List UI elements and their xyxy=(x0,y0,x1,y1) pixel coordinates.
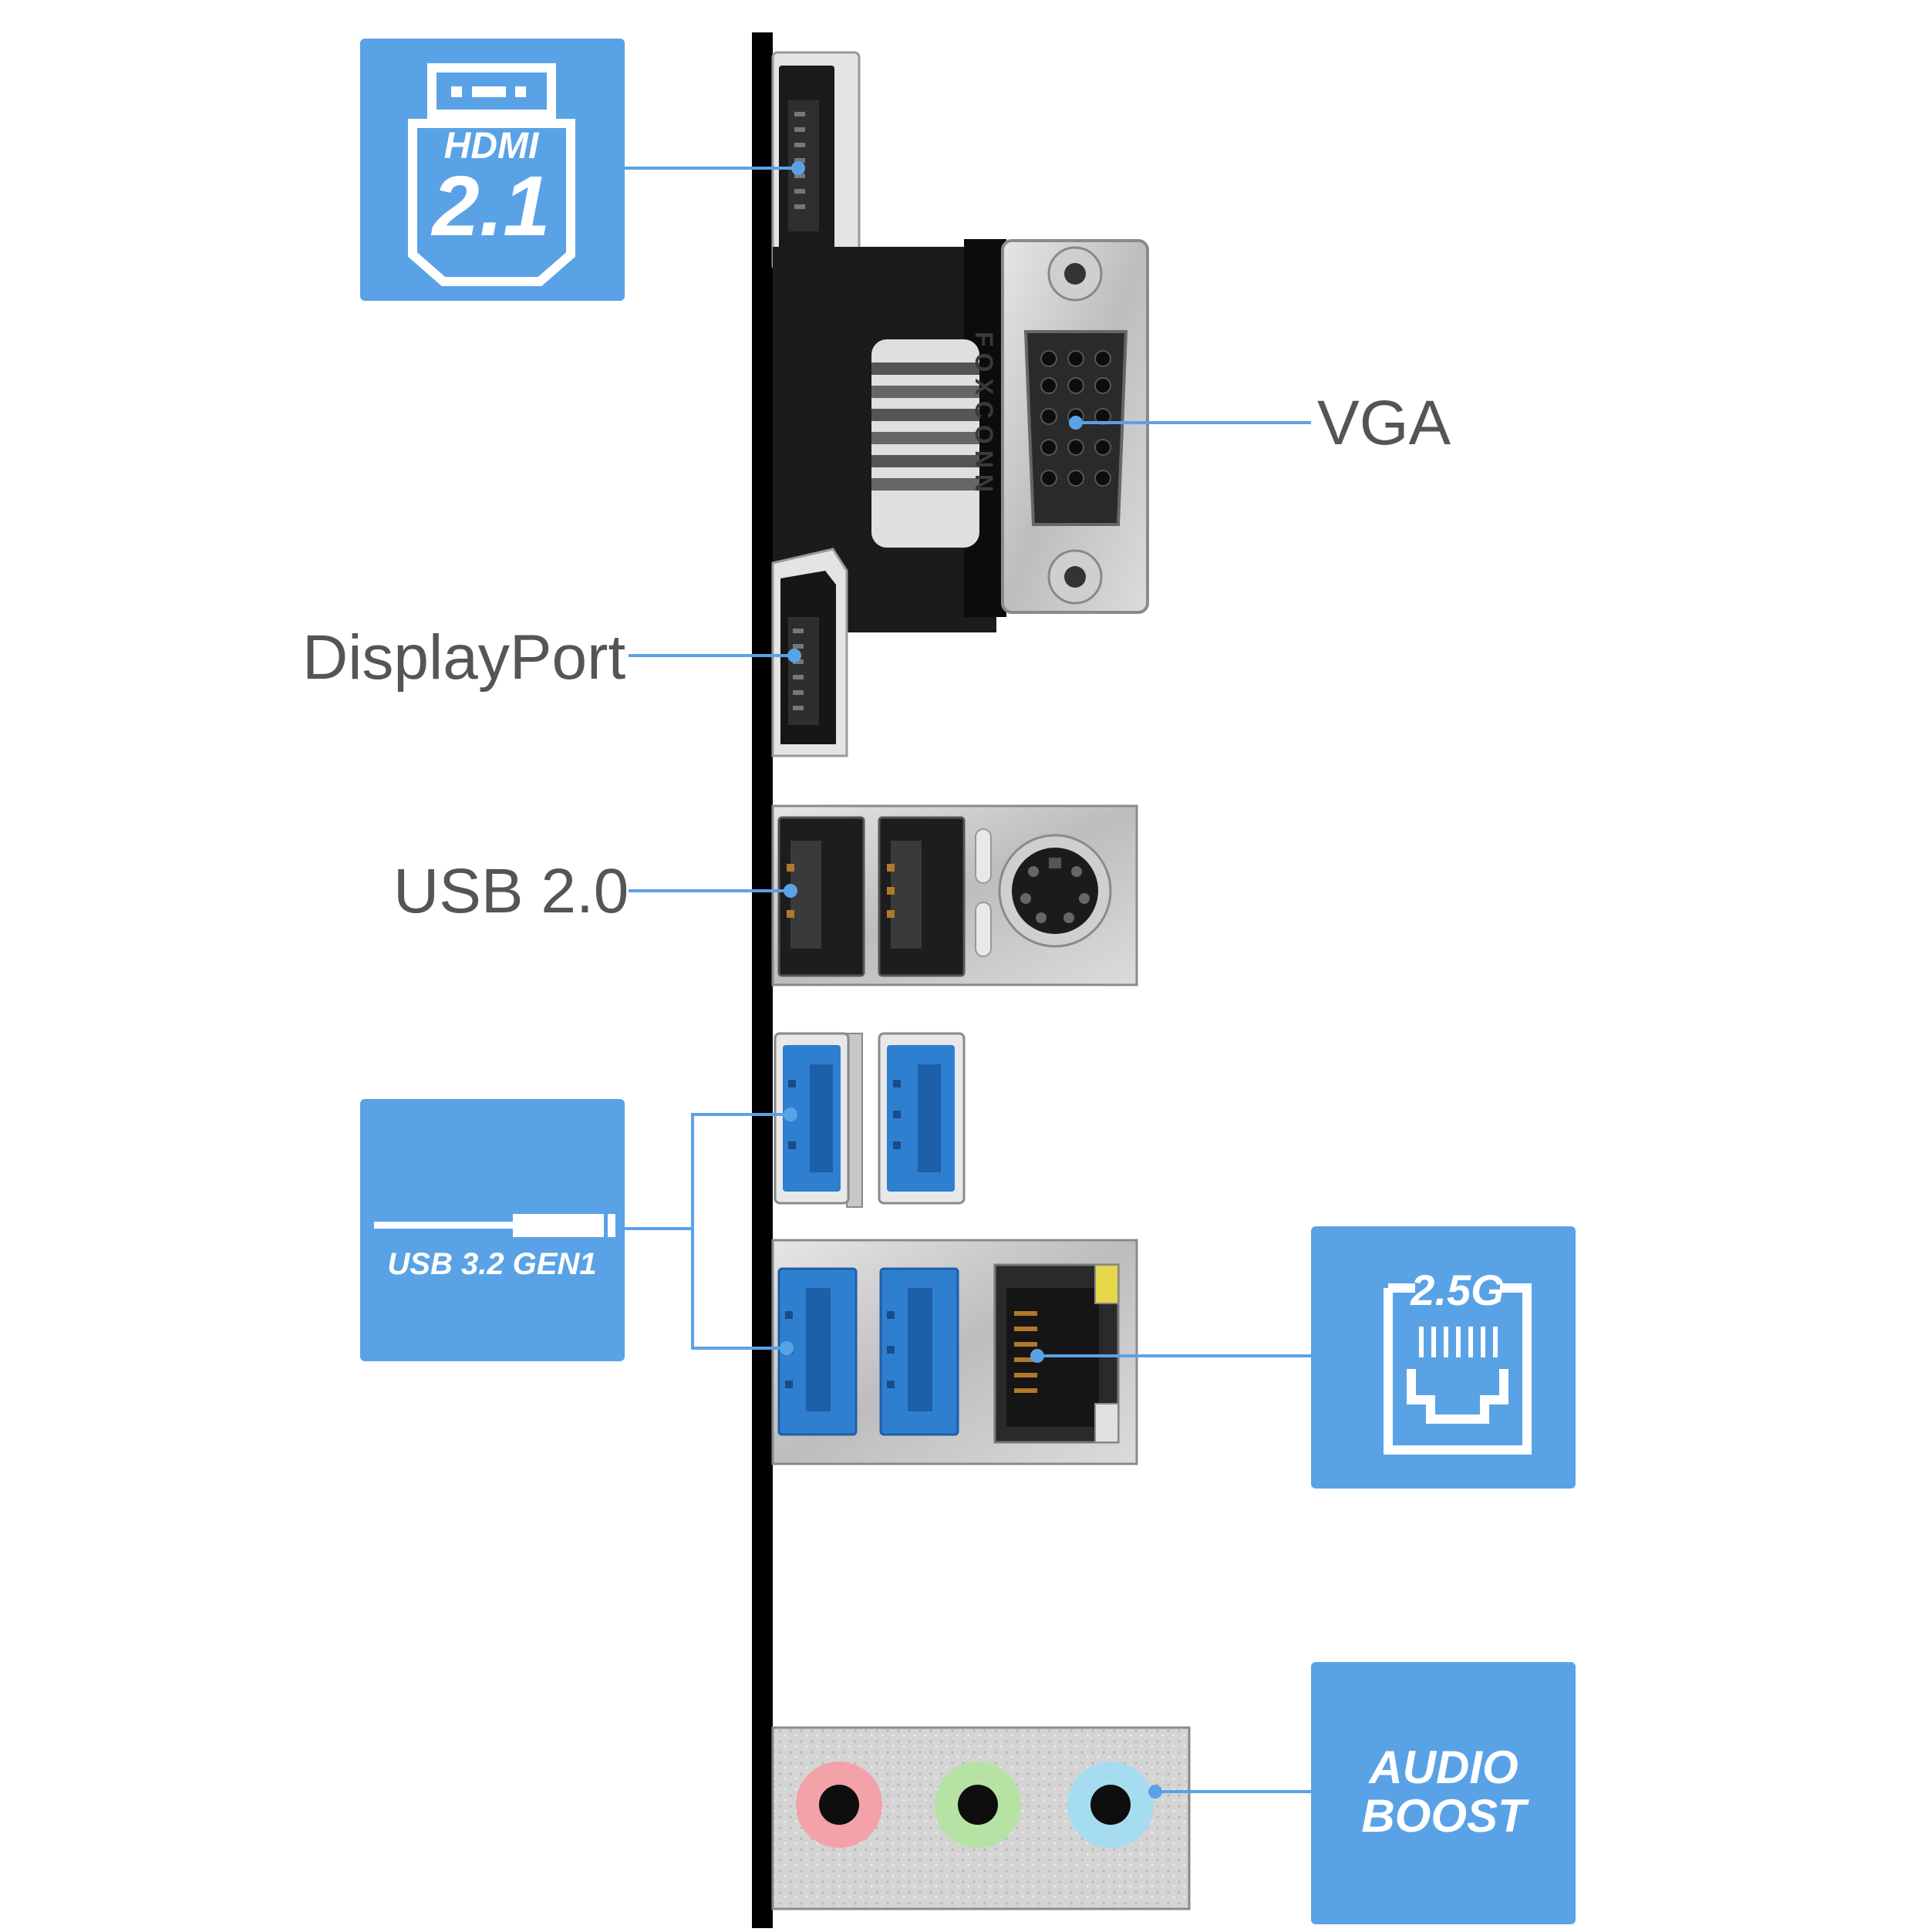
audio-block xyxy=(771,1726,1191,1910)
usb2-ps2-block xyxy=(771,804,1138,986)
usb3-callout-line xyxy=(625,1113,790,1230)
usb2-label: USB 2.0 xyxy=(393,856,629,926)
usb2-port-2 xyxy=(878,816,966,977)
audio-badge: AUDIO BOOST xyxy=(1311,1662,1576,1924)
audio-jack-green xyxy=(935,1762,1021,1848)
audio-badge-line1: AUDIO xyxy=(1367,1741,1518,1793)
usb2-port-1 xyxy=(777,816,865,977)
audio-jack-pink xyxy=(796,1762,882,1848)
callout-lines xyxy=(625,161,1311,1799)
panel-brand-text: FOXCONN xyxy=(970,332,998,498)
hdmi-plug-icon xyxy=(408,63,575,286)
lan-badge: 2.5G xyxy=(1311,1226,1576,1489)
vga-label: VGA xyxy=(1317,388,1451,458)
usb3-top-pair xyxy=(774,1032,966,1208)
usb32-badge-text: USB 3.2 GEN1 xyxy=(387,1247,596,1281)
lan-port xyxy=(993,1263,1120,1444)
hdmi-badge-top-text: HDMI xyxy=(444,126,540,167)
audio-jack-blue xyxy=(1067,1762,1154,1848)
hdmi-badge-version-text: 2.1 xyxy=(431,159,551,254)
audio-badge-line2: BOOST xyxy=(1361,1790,1529,1842)
displayport-port xyxy=(771,548,848,757)
usb3-port-4 xyxy=(879,1267,959,1436)
usb3-port-3 xyxy=(777,1267,858,1436)
vga-bracket-body: FOXCONN xyxy=(773,239,1006,632)
usb3-port-1 xyxy=(774,1032,850,1205)
usb3-port-2 xyxy=(878,1032,966,1205)
lan-led-green xyxy=(1094,1403,1119,1443)
hdmi-port xyxy=(771,51,861,271)
ps2-port xyxy=(998,834,1112,948)
lan-badge-speed-text: 2.5G xyxy=(1410,1266,1504,1314)
ethernet-icon xyxy=(1384,1283,1532,1455)
lan-led-yellow xyxy=(1094,1264,1119,1304)
vga-ribbon-pins xyxy=(871,362,979,491)
displayport-label: DisplayPort xyxy=(302,622,626,693)
usb3-lan-block xyxy=(771,1239,1138,1465)
bracket-bar xyxy=(752,32,773,1928)
usb32-badge-tag-text: USB xyxy=(534,1213,582,1239)
hdmi-badge: HDMI 2.1 xyxy=(360,39,625,301)
usb32-badge: USB USB 3.2 GEN1 xyxy=(360,1099,625,1361)
